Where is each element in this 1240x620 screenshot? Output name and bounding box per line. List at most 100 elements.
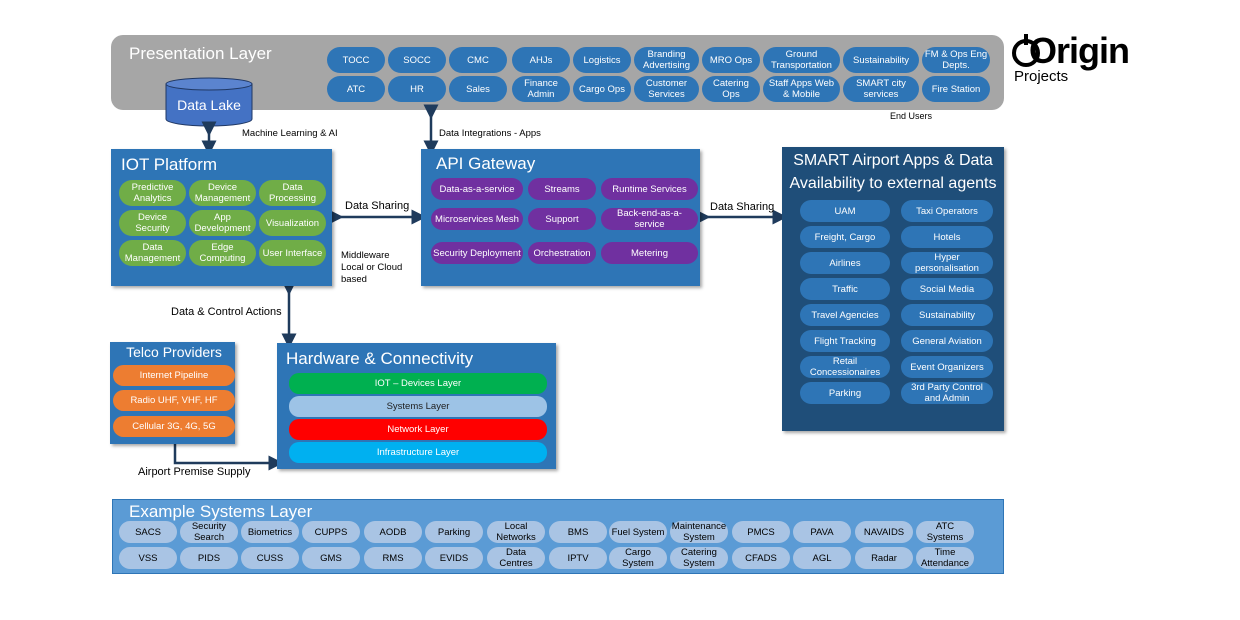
presentation-item-staff-apps-web-mobile: Staff Apps Web & Mobile: [763, 76, 840, 102]
smart-airport-title-line1: SMART Airport Apps & Data: [793, 152, 993, 169]
end-users-label: End Users: [890, 111, 933, 121]
presentation-item-catering-ops: Catering Ops: [702, 76, 760, 102]
iot-item-device-management: Device Management: [189, 180, 256, 206]
system-item-gms: GMS: [302, 547, 360, 569]
api-gateway-title: API Gateway: [436, 154, 536, 173]
iot-item-predictive-analytics: Predictive Analytics: [119, 180, 186, 206]
presentation-item-atc: ATC: [327, 76, 385, 102]
smart-right-item-social-media: Social Media: [901, 278, 993, 300]
system-item-biometrics: Biometrics: [241, 521, 299, 543]
presentation-item-fm-ops-eng-depts: FM & Ops Eng Depts.: [922, 47, 990, 73]
iot-platform-title: IOT Platform: [121, 155, 218, 174]
origin-projects-logo: Origin Projects: [1012, 30, 1132, 90]
middleware-label: Middleware Local or Cloud based: [341, 250, 403, 285]
iot-item-user-interface: User Interface: [259, 240, 326, 266]
api-item-security-deployment: Security Deployment: [431, 242, 523, 264]
system-item-local-networks: Local Networks: [487, 521, 545, 543]
api-item-data-as-a-service: Data-as-a-service: [431, 178, 523, 200]
smart-right-item-sustainability: Sustainability: [901, 304, 993, 326]
system-item-sacs: SACS: [119, 521, 177, 543]
iot-item-device-security: Device Security: [119, 210, 186, 236]
smart-right-item-3rd-party-control-and-admin: 3rd Party Control and Admin: [901, 382, 993, 404]
presentation-item-customer-services: Customer Services: [634, 76, 699, 102]
system-item-catering-system: Catering System: [670, 547, 728, 569]
iot-item-data-processing: Data Processing: [259, 180, 326, 206]
system-item-vss: VSS: [119, 547, 177, 569]
system-item-iptv: IPTV: [549, 547, 607, 569]
system-item-time-attendance: Time Attendance: [916, 547, 974, 569]
presentation-item-sales: Sales: [449, 76, 507, 102]
smart-right-item-hyper-personalisation: Hyper personalisation: [901, 252, 993, 274]
presentation-item-cargo-ops: Cargo Ops: [573, 76, 631, 102]
hardware-layer-infrastructure-layer: Infrastructure Layer: [289, 442, 547, 463]
system-item-security-search: Security Search: [180, 521, 238, 543]
smart-right-item-event-organizers: Event Organizers: [901, 356, 993, 378]
presentation-item-ahjs: AHJs: [512, 47, 570, 73]
presentation-item-finance-admin: Finance Admin: [512, 76, 570, 102]
telco-item-radio-uhf-vhf-hf: Radio UHF, VHF, HF: [113, 390, 235, 411]
ml-ai-label: Machine Learning & AI: [242, 128, 338, 139]
data-sharing-right-label: Data Sharing: [710, 201, 775, 213]
presentation-item-sustainability: Sustainability: [843, 47, 919, 73]
smart-left-item-travel-agencies: Travel Agencies: [800, 304, 890, 326]
example-systems-title: Example Systems Layer: [129, 502, 313, 521]
system-item-parking: Parking: [425, 521, 483, 543]
system-item-radar: Radar: [855, 547, 913, 569]
api-item-back-end-as-a-service: Back-end-as-a-service: [601, 208, 698, 230]
telco-item-internet-pipeline: Internet Pipeline: [113, 365, 235, 386]
system-item-data-centres: Data Centres: [487, 547, 545, 569]
smart-left-item-retail-concessionaires: Retail Concessionaires: [800, 356, 890, 378]
smart-right-item-general-aviation: General Aviation: [901, 330, 993, 352]
origin-logo-mark-icon: [1012, 34, 1040, 67]
iot-item-data-management: Data Management: [119, 240, 186, 266]
system-item-pava: PAVA: [793, 521, 851, 543]
system-item-navaids: NAVAIDS: [855, 521, 913, 543]
presentation-item-ground-transportation: Ground Transportation: [763, 47, 840, 73]
airport-supply-label: Airport Premise Supply: [138, 466, 251, 478]
api-item-orchestration: Orchestration: [528, 242, 596, 264]
presentation-item-tocc: TOCC: [327, 47, 385, 73]
api-item-microservices-mesh: Microservices Mesh: [431, 208, 523, 230]
hardware-layer-systems-layer: Systems Layer: [289, 396, 547, 417]
system-item-aodb: AODB: [364, 521, 422, 543]
smart-airport-title-line2: Availability to external agents: [789, 175, 997, 192]
presentation-item-logistics: Logistics: [573, 47, 631, 73]
system-item-rms: RMS: [364, 547, 422, 569]
system-item-evids: EVIDS: [425, 547, 483, 569]
smart-left-item-freight-cargo: Freight, Cargo: [800, 226, 890, 248]
hardware-layer-iot-devices-layer: IOT – Devices Layer: [289, 373, 547, 394]
telco-item-cellular-3g-4g-5g: Cellular 3G, 4G, 5G: [113, 416, 235, 437]
data-control-label: Data & Control Actions: [171, 306, 282, 318]
system-item-pmcs: PMCS: [732, 521, 790, 543]
logo-text: Origin: [1029, 30, 1130, 71]
iot-item-visualization: Visualization: [259, 210, 326, 236]
hardware-connectivity-title: Hardware & Connectivity: [286, 349, 474, 368]
smart-right-item-taxi-operators: Taxi Operators: [901, 200, 993, 222]
system-item-cfads: CFADS: [732, 547, 790, 569]
smart-right-item-hotels: Hotels: [901, 226, 993, 248]
presentation-layer-title: Presentation Layer: [129, 44, 272, 63]
system-item-agl: AGL: [793, 547, 851, 569]
data-integrations-label: Data Integrations - Apps: [439, 128, 541, 139]
iot-item-app-development: App Development: [189, 210, 256, 236]
iot-item-edge-computing: Edge Computing: [189, 240, 256, 266]
smart-left-item-parking: Parking: [800, 382, 890, 404]
system-item-cargo-system: Cargo System: [609, 547, 667, 569]
smart-left-item-traffic: Traffic: [800, 278, 890, 300]
api-item-runtime-services: Runtime Services: [601, 178, 698, 200]
presentation-item-cmc: CMC: [449, 47, 507, 73]
presentation-item-mro-ops: MRO Ops: [702, 47, 760, 73]
presentation-item-fire-station: Fire Station: [922, 76, 990, 102]
telco-providers-title: Telco Providers: [126, 344, 222, 360]
smart-left-item-flight-tracking: Flight Tracking: [800, 330, 890, 352]
system-item-maintenance-system: Maintenance System: [670, 521, 728, 543]
system-item-pids: PIDS: [180, 547, 238, 569]
system-item-bms: BMS: [549, 521, 607, 543]
system-item-fuel-system: Fuel System: [609, 521, 667, 543]
smart-left-item-airlines: Airlines: [800, 252, 890, 274]
system-item-cupps: CUPPS: [302, 521, 360, 543]
api-item-streams: Streams: [528, 178, 596, 200]
presentation-item-hr: HR: [388, 76, 446, 102]
data-sharing-left-label: Data Sharing: [345, 200, 410, 212]
smart-left-item-uam: UAM: [800, 200, 890, 222]
